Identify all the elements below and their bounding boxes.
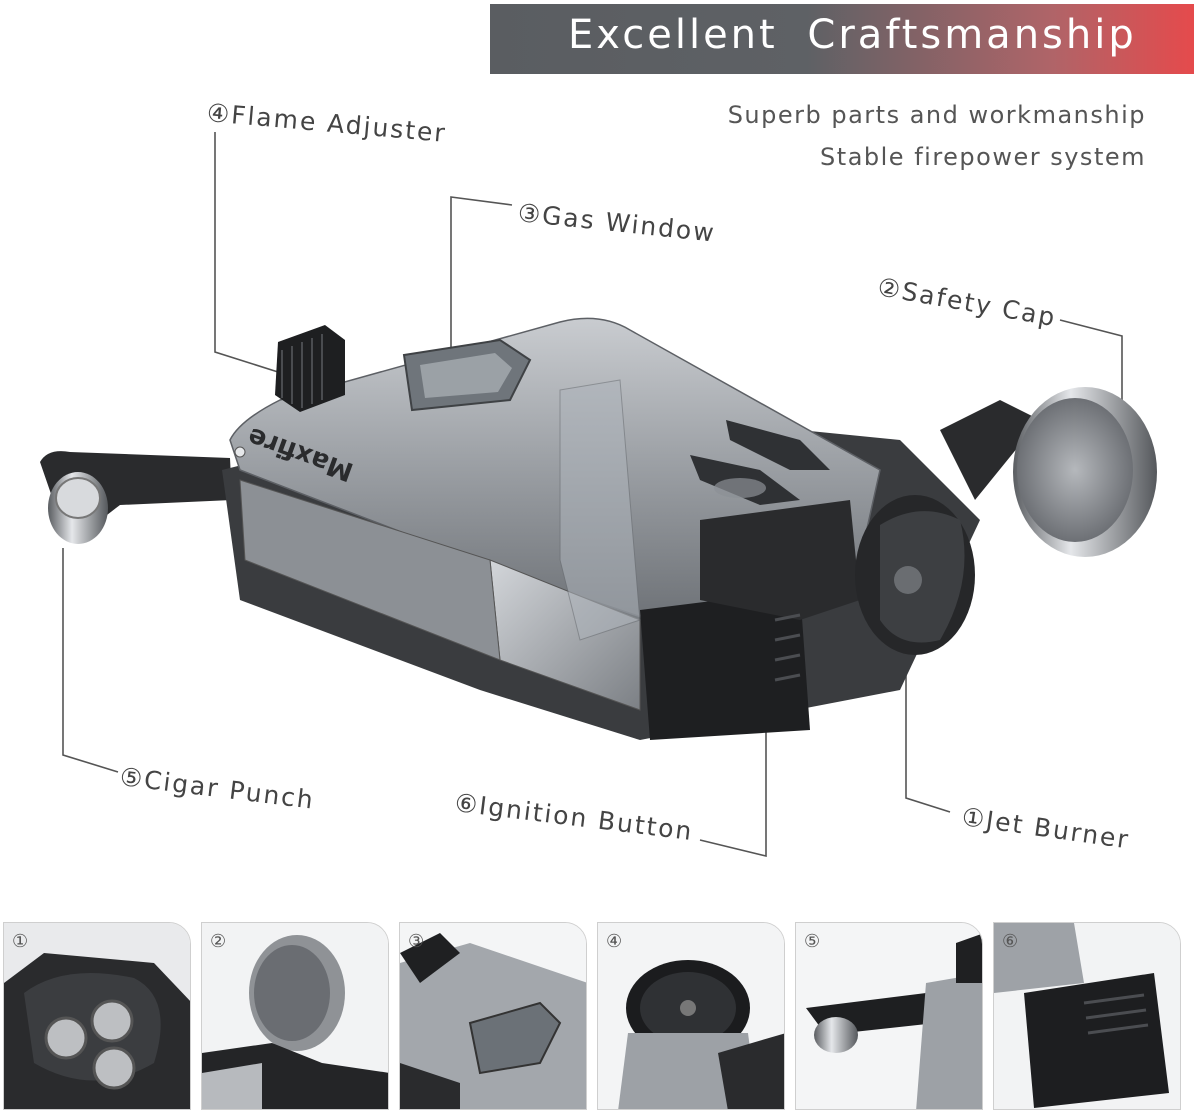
thumbnail-safety-cap: ② bbox=[201, 922, 389, 1110]
thumbnail-ignition-button: ⑥ bbox=[993, 922, 1181, 1110]
thumbnail-number: ④ bbox=[606, 931, 623, 952]
thumbnail-number: ⑥ bbox=[1002, 931, 1019, 952]
thumbnail-number: ③ bbox=[408, 931, 425, 952]
flame-adjuster-knob bbox=[275, 325, 345, 412]
thumbnail-number: ② bbox=[210, 931, 227, 952]
lighter-illustration: Maxfire bbox=[40, 132, 1157, 858]
header-banner bbox=[490, 4, 1194, 74]
ignition-button bbox=[640, 500, 860, 740]
thumbnail-number: ① bbox=[12, 931, 29, 952]
cigar-punch-arm bbox=[40, 451, 232, 544]
thumbnail-gas-window: ③ bbox=[399, 922, 587, 1110]
tagline-2: Stable firepower system bbox=[820, 143, 1146, 171]
thumbnail-flame-adjuster: ④ bbox=[597, 922, 785, 1110]
thumbnail-cigar-punch: ⑤ bbox=[795, 922, 983, 1110]
thumbnail-number: ⑤ bbox=[804, 931, 821, 952]
safety-cap bbox=[940, 387, 1157, 557]
tagline-1: Superb parts and workmanship bbox=[727, 101, 1146, 129]
thumbnail-jet-burner: ① bbox=[3, 922, 191, 1110]
banner-title: Excellent Craftsmanship bbox=[568, 12, 1137, 58]
jet-burner-head bbox=[855, 495, 975, 655]
